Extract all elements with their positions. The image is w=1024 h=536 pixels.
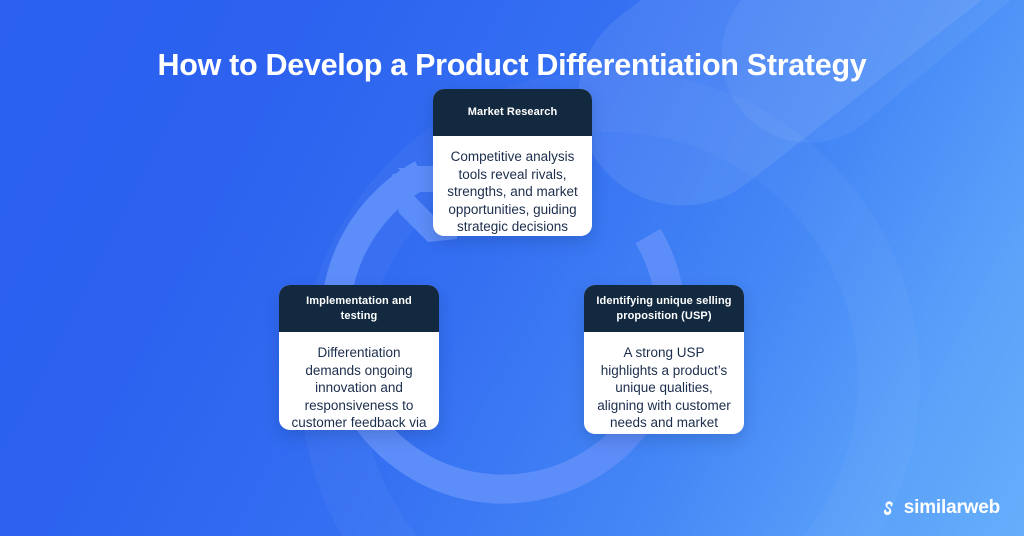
- step-card-description: A strong USP highlights a product’s uniq…: [597, 345, 731, 434]
- similarweb-logo[interactable]: similarweb: [879, 498, 1000, 518]
- step-card-description: Competitive analysis tools reveal rivals…: [447, 149, 578, 234]
- step-card-usp[interactable]: Identifying unique selling proposition (…: [584, 285, 744, 434]
- logo-wordmark: similarweb: [903, 497, 1000, 518]
- step-card-heading: Implementation and testing: [279, 285, 439, 332]
- step-card-implementation[interactable]: Implementation and testing Differentiati…: [279, 285, 439, 430]
- step-card-description: Differentiation demands ongoing innovati…: [291, 345, 427, 430]
- step-card-market-research[interactable]: Market Research Competitive analysis too…: [433, 89, 592, 236]
- step-card-heading: Market Research: [433, 89, 592, 136]
- similarweb-s-icon: [883, 501, 893, 515]
- page-title: How to Develop a Product Differentiation…: [157, 48, 867, 83]
- step-card-heading: Identifying unique selling proposition (…: [584, 285, 744, 332]
